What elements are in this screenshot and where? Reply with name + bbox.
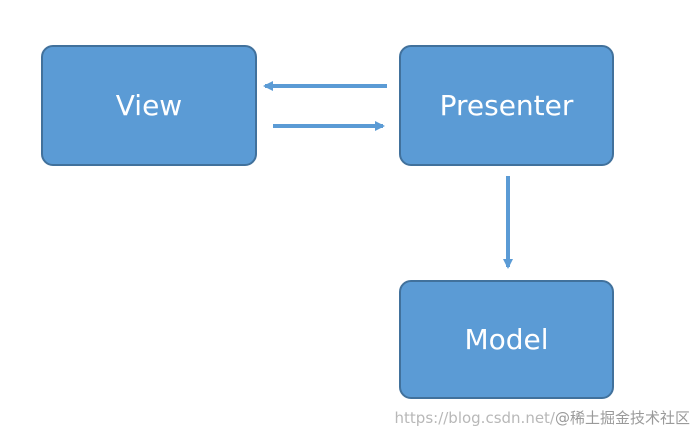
model-node-label: Model — [464, 323, 549, 356]
model-node: Model — [399, 280, 614, 399]
presenter-node-label: Presenter — [439, 89, 574, 122]
view-node: View — [41, 45, 257, 166]
watermark-url: https://blog.csdn.net/ — [394, 409, 555, 427]
watermark-brand: @稀土掘金技术社区 — [554, 409, 690, 427]
watermark: https://blog.csdn.net/@稀土掘金技术社区 — [395, 407, 690, 428]
view-node-label: View — [115, 89, 183, 122]
presenter-node: Presenter — [399, 45, 614, 166]
